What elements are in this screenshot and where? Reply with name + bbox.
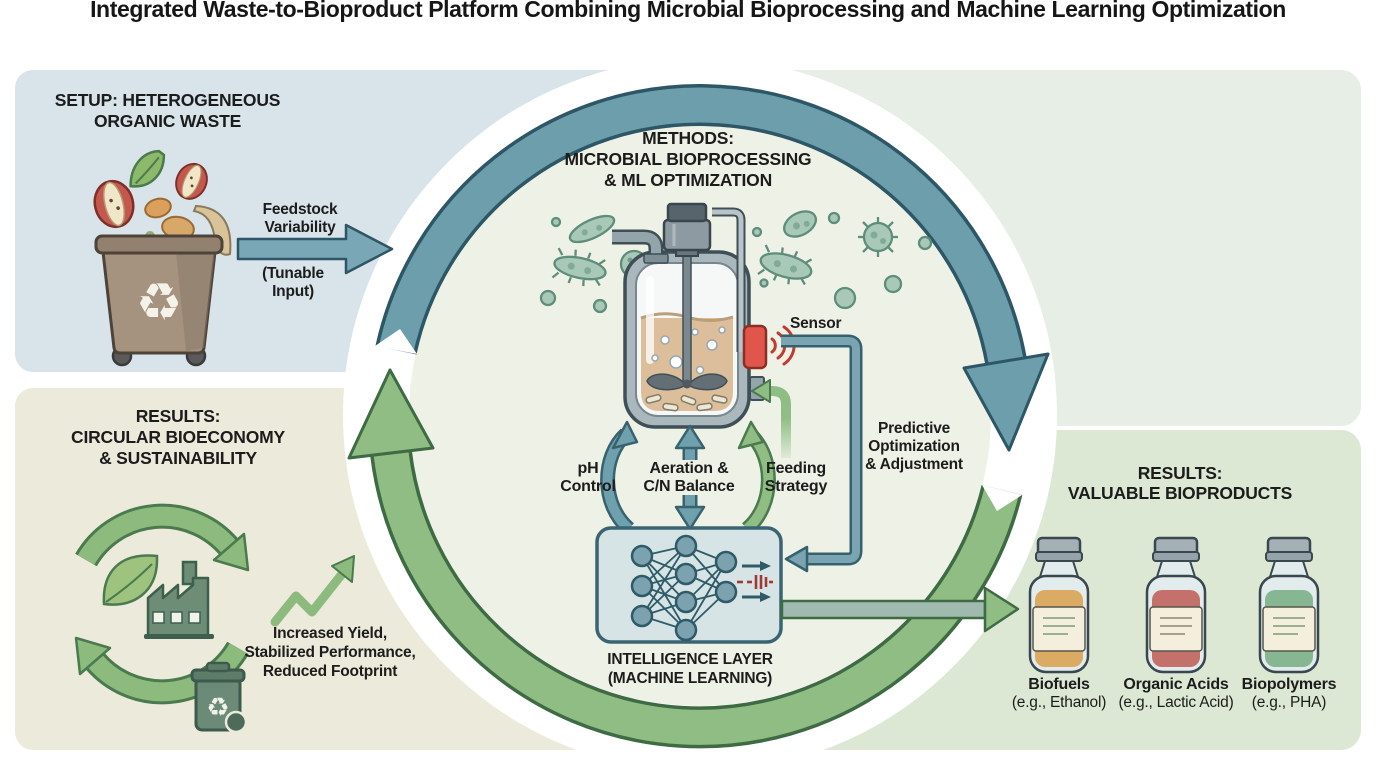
products-heading: RESULTS: VALUABLE BIOPRODUCTS bbox=[1067, 463, 1293, 503]
microbe-icon bbox=[759, 278, 769, 288]
product-name-biofuels: Biofuels bbox=[1028, 676, 1090, 693]
eco-badge bbox=[224, 710, 248, 734]
product-example-organic-acids: (e.g., Lactic Acid) bbox=[1118, 694, 1234, 711]
feeding-strategy-arrow-icon bbox=[737, 420, 776, 535]
aeration-label: Aeration & C/N Balance bbox=[643, 460, 735, 495]
settled-microbes bbox=[645, 393, 728, 412]
circular-results-heading: RESULTS: CIRCULAR BIOECONOMY & SUSTAINAB… bbox=[71, 406, 285, 468]
bioreactor-icon bbox=[612, 202, 796, 429]
setup-heading: SETUP: HETEROGENEOUS ORGANIC WASTE bbox=[54, 90, 281, 131]
microbe-icon bbox=[833, 286, 857, 310]
spiky-microbe-icon bbox=[757, 244, 813, 286]
microbe-icon bbox=[568, 214, 616, 244]
factory-icon bbox=[144, 560, 214, 639]
sensor-icon bbox=[742, 324, 768, 370]
microbes-right-cluster bbox=[751, 210, 933, 310]
benefits-label: Increased Yield, Stabilized Performance,… bbox=[244, 625, 416, 680]
bottle-label bbox=[1262, 606, 1316, 652]
waste-bin-icon: ♻ bbox=[94, 234, 224, 367]
aeration-arrows-icon bbox=[674, 424, 706, 531]
signal-gate-icon bbox=[737, 575, 773, 589]
microbe-icon bbox=[827, 211, 841, 225]
leaf-icon bbox=[129, 149, 166, 188]
recycle-icon: ♻ bbox=[206, 693, 229, 723]
bottle-organic-acids-icon bbox=[1145, 536, 1207, 674]
microbe-icon bbox=[751, 226, 763, 238]
product-name-biopolymers: Biopolymers bbox=[1241, 676, 1337, 693]
microbe-icon bbox=[917, 235, 933, 251]
sensor-label: Sensor bbox=[790, 315, 842, 332]
methods-heading: METHODS: MICROBIAL BIOPROCESSING & ML OP… bbox=[564, 128, 812, 190]
ph-control-label: pH Control bbox=[560, 460, 616, 495]
feed-return-arrow-icon bbox=[751, 379, 791, 458]
feedstock-arrow-icon bbox=[236, 223, 394, 275]
diagram-title: Integrated Waste-to-Bioproduct Platform … bbox=[90, 0, 1286, 22]
microbe-icon bbox=[550, 216, 562, 228]
recycle-icon: ♻ bbox=[136, 273, 183, 333]
bottle-biopolymers-icon bbox=[1258, 536, 1320, 674]
product-example-biofuels: (e.g., Ethanol) bbox=[1011, 694, 1107, 711]
organic-waste-illustration: ♻ bbox=[93, 149, 232, 367]
glass-highlight bbox=[646, 276, 654, 364]
bottle-label bbox=[1032, 606, 1086, 652]
small-recycle-bin-icon: ♻ bbox=[190, 661, 248, 734]
spiky-microbe-icon bbox=[858, 217, 898, 257]
stirrer-motor-icon bbox=[662, 202, 712, 257]
microbe-icon bbox=[883, 274, 903, 294]
apple-core-icon bbox=[93, 179, 135, 229]
sensor-data-line-icon bbox=[781, 334, 863, 573]
bottle-biofuels-icon bbox=[1028, 536, 1090, 674]
predictive-optimization-label: Predictive Optimization & Adjustment bbox=[865, 420, 963, 473]
ml-to-products-arrow-icon bbox=[780, 586, 1020, 633]
neural-network-icon bbox=[630, 534, 738, 642]
microbe-icon bbox=[592, 298, 608, 314]
blue-cycle-arrow-icon bbox=[375, 84, 1050, 452]
ph-control-arrow-icon bbox=[600, 420, 639, 535]
microbe-icon bbox=[782, 210, 818, 238]
feedstock-variability-label: Feedstock Variability bbox=[262, 201, 338, 236]
intelligence-layer-label: INTELLIGENCE LAYER (MACHINE LEARNING) bbox=[607, 651, 773, 687]
microbe-icon bbox=[539, 289, 557, 307]
product-name-organic-acids: Organic Acids bbox=[1123, 676, 1229, 693]
tunable-input-label: (Tunable Input) bbox=[262, 265, 324, 300]
growth-zigzag-arrow-icon bbox=[270, 555, 355, 627]
eco-leaf-icon bbox=[102, 554, 159, 606]
bottle-label bbox=[1149, 606, 1203, 652]
apple-core-icon bbox=[175, 162, 208, 200]
intelligence-layer-box bbox=[595, 526, 783, 644]
product-example-biopolymers: (e.g., PHA) bbox=[1251, 694, 1327, 711]
network-output-arrows-icon bbox=[742, 561, 771, 602]
inlet-pipe-icon bbox=[612, 229, 669, 264]
sampling-tube-icon bbox=[712, 207, 746, 352]
feeding-strategy-label: Feeding Strategy bbox=[764, 460, 828, 495]
spiky-microbe-icon bbox=[551, 247, 607, 287]
